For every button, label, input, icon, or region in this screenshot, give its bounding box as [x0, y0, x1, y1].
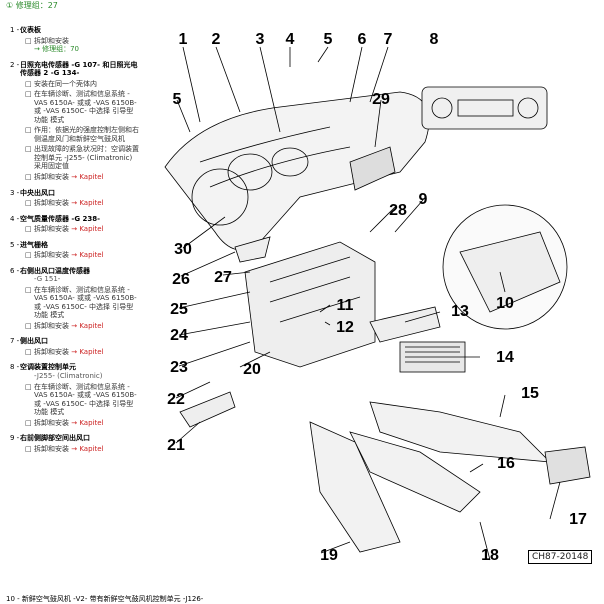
legend-item-5: 5 -进气栅格 □拆卸和安装 → Kapitel	[10, 241, 140, 260]
legend-title: 8 -空调装置控制单元	[10, 363, 76, 372]
duct-19	[309, 421, 401, 553]
callout-24: 24	[170, 327, 188, 344]
callout-10: 10	[496, 295, 514, 312]
callout-30: 30	[174, 241, 192, 258]
callout-17: 17	[569, 511, 587, 528]
callout-21: 21	[167, 437, 185, 454]
legend-item-3: 3 -中央出风口 □拆卸和安装 → Kapitel	[10, 189, 140, 208]
section-header: ① 修理组：27	[6, 1, 58, 10]
legend-item-7: 7 -侧出风口□拆卸和安装 → Kapitel	[10, 337, 140, 356]
legend-bullet: □拆卸和安装	[25, 36, 69, 45]
remove-install-link[interactable]: □拆卸和安装 → Kapitel	[25, 172, 104, 181]
legend-bullet: □在车辆诊断、测试和信息系统 -VAS 6150A- 或或 -VAS 6150B…	[25, 382, 137, 417]
legend-item-2: 2 -日照充电传感器 -G 107- 和日照光电传感器 2 -G 134-□安装…	[10, 61, 140, 182]
legend-bullet: □在车辆诊断、测试和信息系统 -VAS 6150A- 或或 -VAS 6150B…	[25, 285, 137, 320]
legend-title: 6 -右侧出风口温度传感器	[10, 266, 90, 275]
callout-25: 25	[170, 301, 188, 318]
remove-install-link[interactable]: □拆卸和安装 → Kapitel	[25, 444, 104, 453]
legend-item-9: 9 -右前侧脚部空间出风口□拆卸和安装 → Kapitel	[10, 434, 140, 453]
legend-subtitle: -G 151-	[34, 275, 61, 284]
callout-18: 18	[481, 547, 499, 564]
callout-8: 8	[430, 31, 439, 48]
callout-6: 6	[358, 31, 367, 48]
callout-5: 5	[324, 31, 333, 48]
remove-install-link[interactable]: □拆卸和安装 → Kapitel	[25, 199, 104, 208]
control-panel	[421, 86, 548, 130]
legend-title: 2 -日照充电传感器 -G 107- 和日照光电传感器 2 -G 134-	[10, 60, 138, 78]
legend-item-8: 8 -空调装置控制单元-J255- (Climatronic) □在车辆诊断、测试…	[10, 363, 140, 427]
repair-group-link[interactable]: → 修理组：70	[34, 45, 79, 54]
callout-14: 14	[496, 349, 514, 366]
hvac-unit	[244, 241, 376, 368]
callout-2: 2	[212, 31, 221, 48]
callout-26: 26	[172, 271, 190, 288]
callout-16: 16	[497, 455, 515, 472]
remove-install-link[interactable]: □拆卸和安装 → Kapitel	[25, 321, 104, 330]
callout-15: 15	[521, 385, 539, 402]
legend-title: 7 -侧出风口	[10, 337, 48, 346]
callout-4: 4	[286, 31, 295, 48]
duct-21	[179, 391, 236, 428]
callout-12: 12	[336, 319, 354, 336]
legend-title: 3 -中央出风口	[10, 188, 55, 197]
legend-item-6: 6 -右侧出风口温度传感器-G 151-□在车辆诊断、测试和信息系统 -VAS …	[10, 267, 140, 331]
callout-7: 7	[384, 31, 393, 48]
vent-29	[349, 146, 396, 191]
remove-install-link[interactable]: □拆卸和安装 → Kapitel	[25, 251, 104, 260]
duct-16	[349, 431, 481, 513]
legend-title: 9 -右前侧脚部空间出风口	[10, 434, 90, 443]
vent-26	[234, 236, 271, 263]
callout-1: 1	[179, 31, 188, 48]
callout-5: 5	[173, 91, 182, 108]
diagram-lines	[164, 46, 591, 561]
legend-item-1: 1 -仪表板 □拆卸和安装→ 修理组：70	[10, 26, 140, 54]
legend-list: 1 -仪表板 □拆卸和安装→ 修理组：70 2 -日照充电传感器 -G 107- 和…	[10, 26, 140, 460]
legend-title: 4 -空气质量传感器 -G 238-	[10, 214, 101, 223]
remove-install-link[interactable]: □拆卸和安装 → Kapitel	[25, 347, 104, 356]
legend-bullet: □安装在同一个壳体内	[25, 79, 97, 88]
callout-3: 3	[256, 31, 265, 48]
callout-27: 27	[214, 269, 232, 286]
legend-bullet: □出现故障的紧急状况时：空调装置控制单元 -J255- (Climatronic…	[25, 145, 139, 171]
plate-13	[369, 306, 441, 343]
figure-code: CH87-20148	[528, 550, 593, 564]
legend-title: 1 -仪表板	[10, 26, 41, 34]
callout-11: 11	[337, 297, 354, 314]
legend-subtitle: -J255- (Climatronic)	[34, 372, 103, 380]
callout-19: 19	[320, 547, 338, 564]
callout-13: 13	[451, 303, 469, 320]
legend-bullet: □作用：依据光的强度控制左侧和右侧温度风门和新鲜空气鼓风机	[25, 126, 139, 143]
legend-title: 5 -进气栅格	[10, 240, 48, 249]
callout-29: 29	[372, 91, 390, 108]
footer-text: 10 - 新鲜空气鼓风机 -V2- 带有新鲜空气鼓风机控制单元 -J126-	[6, 595, 204, 603]
callout-20: 20	[243, 361, 261, 378]
remove-install-link[interactable]: □拆卸和安装 → Kapitel	[25, 225, 104, 234]
callout-22: 22	[167, 391, 185, 408]
remove-install-link[interactable]: □拆卸和安装 → Kapitel	[25, 418, 104, 427]
callout-28: 28	[389, 202, 407, 219]
vent-17	[544, 446, 591, 485]
legend-bullet: □在车辆诊断、测试和信息系统 -VAS 6150A- 或或 -VAS 6150B…	[25, 90, 137, 124]
callout-9: 9	[419, 191, 428, 208]
callout-23: 23	[170, 359, 188, 376]
legend-item-4: 4 -空气质量传感器 -G 238- □拆卸和安装 → Kapitel	[10, 215, 140, 234]
